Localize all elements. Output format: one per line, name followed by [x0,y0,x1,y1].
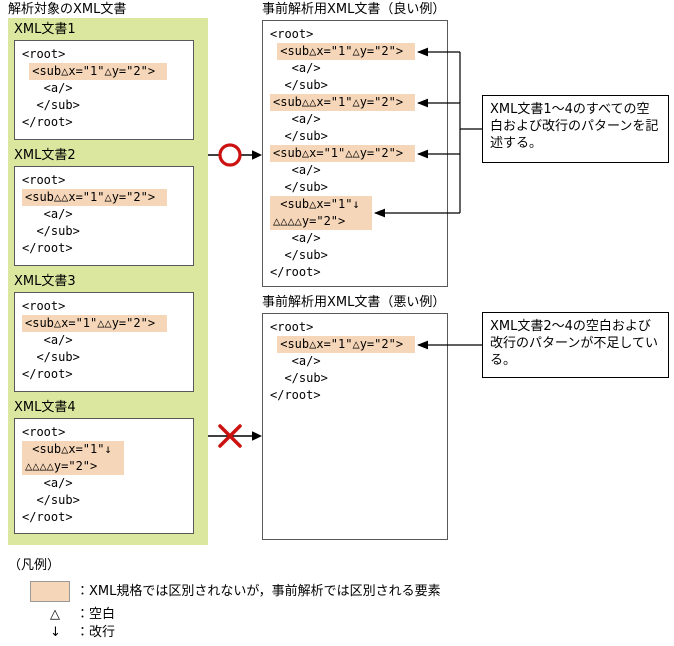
code-line: <sub△x="1"△y="2"> [32,64,156,78]
legend-highlight-text: ：XML規格では区別されないが，事前解析では区別される要素 [76,584,441,599]
code-line: <root> [22,47,66,61]
highlighted-code-block: <sub△x="1"△y="2"> [277,43,416,60]
code-line: <sub△x="1"△△y="2"> [273,146,404,160]
highlighted-code-block: <sub△x="1"△y="2"> [277,336,416,353]
good-panel-title: 事前解析用XML文書（良い例） [262,2,446,17]
code-line: </sub> [22,350,80,364]
code-line: <root> [270,320,314,334]
xml-doc-2-box: <root> <sub△△x="1"△y="2"> <a/> </sub> </ro… [14,166,194,266]
bad-callout: XML文書2～4の空白および改行のパターンが不足している。 [482,312,669,378]
code-line: <a/> [270,61,321,75]
code-line: <sub△x="1"△△y="2"> [25,316,156,330]
code-line: </root> [22,115,73,129]
code-line: <a/> [270,231,321,245]
code-line: <sub△x="1"↓ [25,442,112,456]
code-line: </sub> [270,371,328,385]
bad-flow-arrow [208,424,262,448]
code-line: <a/> [22,207,73,221]
xml-doc-4-box: <root> <sub△x="1"↓ △△△△y="2"> <a/> </sub>… [14,418,194,534]
xml-doc-4-label: XML文書4 [14,400,76,415]
code-line: <root> [22,299,66,313]
code-line: </sub> [270,248,328,262]
legend-newline-text: ：改行 [76,625,116,640]
code-line: <a/> [22,333,73,347]
code-line: </sub> [270,129,328,143]
code-line: </root> [22,367,73,381]
bad-panel-title: 事前解析用XML文書（悪い例） [262,295,446,310]
legend-space-text: ：空白 [76,607,116,622]
legend-title: （凡例） [8,558,61,573]
legend-space-symbol: △ [50,607,60,622]
good-example-box: <root> <sub△x="1"△y="2"> <a/> </sub> <sub△… [262,20,448,287]
code-line: </sub> [22,98,80,112]
code-line: </sub> [22,493,80,507]
code-line: <a/> [270,354,321,368]
code-line: <sub△△x="1"△y="2"> [273,95,404,109]
code-line: <sub△x="1"↓ [273,197,360,211]
code-line: <a/> [22,81,73,95]
code-line: </root> [270,388,321,402]
x-bad-icon [218,424,242,448]
xml-doc-1-box: <root> <sub△x="1"△y="2"> <a/> </sub> </roo… [14,40,194,140]
xml-doc-3-label: XML文書3 [14,274,76,289]
highlighted-code-block: <sub△△x="1"△y="2"> [22,189,168,206]
good-callout: XML文書1～4のすべての空白および改行のパターンを記述する。 [482,95,669,163]
code-line: <root> [270,27,314,41]
code-line: <a/> [270,163,321,177]
code-line: </root> [270,265,321,279]
legend-highlight-swatch [30,581,70,602]
code-line: </root> [22,510,73,524]
highlighted-code-block: <sub△x="1"↓ △△△△y="2"> [270,196,372,230]
circle-good-icon [218,143,242,167]
code-line: <sub△x="1"△y="2"> [280,44,404,58]
xml-doc-1-label: XML文書1 [14,22,76,37]
code-line: </sub> [270,78,328,92]
code-line: <root> [22,425,66,439]
code-line: <a/> [270,112,321,126]
good-flow-arrow [208,143,262,167]
legend-newline-symbol: ↓ [50,625,61,640]
code-line: </sub> [22,224,80,238]
code-line: <sub△x="1"△y="2"> [280,337,404,351]
highlighted-code-block: <sub△△x="1"△y="2"> [270,94,416,111]
code-line: </root> [22,241,73,255]
code-line: △△△△y="2"> [25,459,98,473]
xml-doc-3-box: <root> <sub△x="1"△△y="2"> <a/> </sub> </ro… [14,292,194,392]
code-line: △△△△y="2"> [273,214,346,228]
code-line: <sub△△x="1"△y="2"> [25,190,156,204]
code-line: <root> [22,173,66,187]
xml-doc-2-label: XML文書2 [14,148,76,163]
bad-example-box: <root> <sub△x="1"△y="2"> <a/> </sub> </roo… [262,313,448,540]
code-line: <a/> [22,476,73,490]
highlighted-code-block: <sub△x="1"△y="2"> [29,63,168,80]
highlighted-code-block: <sub△x="1"↓ △△△△y="2"> [22,441,124,475]
highlighted-code-block: <sub△x="1"△△y="2"> [22,315,168,332]
left-panel-title: 解析対象のXML文書 [8,2,127,17]
highlighted-code-block: <sub△x="1"△△y="2"> [270,145,416,162]
code-line: </sub> [270,180,328,194]
